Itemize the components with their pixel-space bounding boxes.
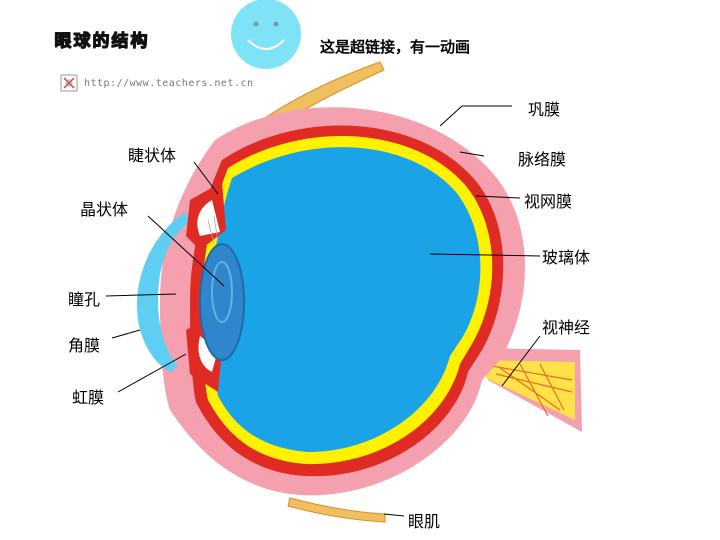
label-sclera: 巩膜 [528, 100, 561, 119]
label-iris: 虹膜 [72, 388, 105, 407]
label-cornea: 角膜 [68, 336, 101, 355]
lower-eye-muscle [287, 497, 386, 523]
hyperlink-note[interactable]: 这是超链接，有一动画 [320, 38, 471, 56]
label-optic-nerve: 视神经 [542, 318, 591, 337]
vitreous-shape [212, 147, 481, 453]
label-vitreous: 玻璃体 [542, 248, 591, 267]
label-pupil: 瞳孔 [68, 290, 101, 309]
lens-shape [199, 243, 245, 361]
label-lens: 晶状体 [80, 200, 129, 219]
label-eye-muscle: 眼肌 [408, 512, 441, 531]
label-ciliary-body: 睫状体 [128, 146, 177, 165]
label-retina: 视网膜 [524, 192, 573, 211]
link-icon [60, 74, 78, 92]
smiley-icon[interactable] [230, 0, 310, 70]
page-title: 眼球的结构 [54, 31, 149, 51]
cornea-shape [137, 212, 190, 372]
watermark-url: http://www.teachers.net.cn [84, 77, 254, 89]
watermark: http://www.teachers.net.cn [60, 74, 254, 92]
label-choroid: 脉络膜 [518, 150, 567, 169]
